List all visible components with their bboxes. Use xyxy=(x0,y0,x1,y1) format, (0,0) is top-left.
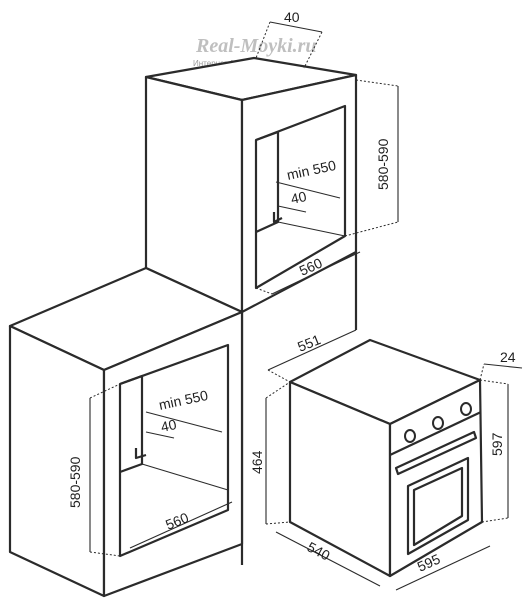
upper-vent-bracket xyxy=(272,212,283,224)
oven-knob-middle-icon xyxy=(432,416,444,430)
lower-cabinet xyxy=(8,266,244,598)
oven xyxy=(288,338,484,578)
lower-niche-floor xyxy=(141,463,229,491)
lower-niche-opening xyxy=(118,343,230,558)
dim-label-upper-height: 580-590 xyxy=(375,138,391,190)
dim-oven-front-thickness: 24 xyxy=(479,349,523,381)
oven-knob-right-icon xyxy=(460,402,472,416)
oven-knob-left-icon xyxy=(404,429,416,443)
dim-lower-height: 580-590 xyxy=(67,383,121,557)
dim-upper-vent: 40 xyxy=(277,188,308,213)
dim-label-oven-depth-top: 551 xyxy=(295,331,323,355)
dim-oven-body-height: 464 xyxy=(249,381,291,525)
oven-door-window xyxy=(406,456,470,556)
dim-label-upper-vent: 40 xyxy=(289,188,308,207)
oven-door-glass xyxy=(412,466,464,547)
lower-vent-bracket xyxy=(134,448,147,460)
dim-label-oven-front-height: 597 xyxy=(489,432,505,456)
upper-niche-inner xyxy=(255,130,280,234)
upper-niche-floor xyxy=(277,221,346,237)
oven-door-handle xyxy=(394,430,478,476)
dim-label-oven-front-thickness: 24 xyxy=(500,349,516,365)
dim-upper-height: 580-590 xyxy=(344,79,399,237)
dim-upper-depth-top: 40 xyxy=(255,9,323,69)
dim-label-upper-depth-top: 40 xyxy=(284,9,300,25)
watermark-title: Real-Moyki.ru xyxy=(195,35,317,57)
dim-label-lower-vent: 40 xyxy=(159,416,178,435)
dim-label-lower-height: 580-590 xyxy=(67,456,83,508)
dim-oven-front-height: 597 xyxy=(479,379,509,523)
oven-control-panel-edge xyxy=(389,411,482,456)
lower-niche-inner xyxy=(119,374,144,474)
dim-label-oven-body-height: 464 xyxy=(249,450,265,474)
dim-lower-vent: 40 xyxy=(145,416,178,439)
